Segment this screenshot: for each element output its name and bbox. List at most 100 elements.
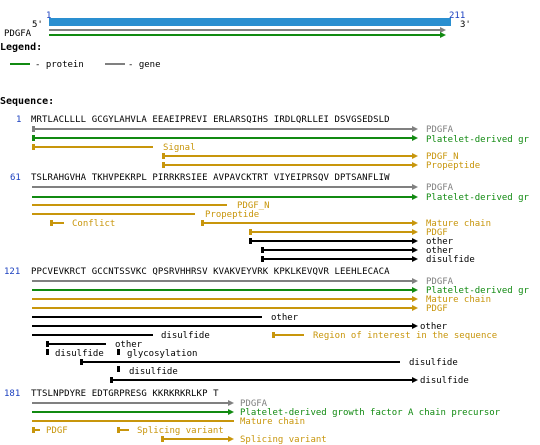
feature-label[interactable]: PDGF_N: [237, 201, 270, 211]
feature-label[interactable]: disulfide: [426, 255, 475, 265]
start-marker: [32, 144, 35, 150]
feature-track[interactable]: [201, 220, 418, 226]
feature-track[interactable]: [117, 366, 120, 372]
feature-track[interactable]: [162, 153, 418, 159]
feature-label[interactable]: Mature chain: [426, 295, 492, 305]
feature-track[interactable]: [50, 220, 64, 226]
feature-track[interactable]: [32, 126, 418, 132]
arrow-right-icon: [412, 377, 418, 383]
start-marker: [272, 332, 275, 338]
arrow-right-icon: [440, 27, 446, 33]
arrow-right-icon: [412, 220, 418, 226]
feature-track[interactable]: [272, 332, 304, 338]
feature-label[interactable]: Region of interest in the sequence: [313, 331, 498, 341]
start-marker: [161, 436, 164, 442]
feature-label[interactable]: PDGF: [426, 304, 448, 314]
block-start-number: 1: [16, 115, 22, 125]
feature-label[interactable]: disulfide: [129, 367, 178, 377]
legend-title: Legend:: [0, 42, 43, 53]
feature-track[interactable]: [161, 436, 234, 442]
feature-track[interactable]: [32, 305, 418, 311]
arrow-right-icon: [412, 194, 418, 200]
feature-track[interactable]: [117, 349, 120, 355]
feature-label[interactable]: PDGF_N: [426, 152, 459, 162]
feature-track[interactable]: [162, 162, 418, 168]
feature-label[interactable]: PDGF: [46, 426, 68, 436]
feature-label[interactable]: Platelet-derived gr: [426, 135, 529, 145]
feature-track[interactable]: [32, 409, 234, 415]
feature-track[interactable]: [32, 400, 234, 406]
feature-track[interactable]: [249, 229, 418, 235]
feature-track[interactable]: [32, 135, 418, 141]
arrow-right-icon: [440, 32, 446, 38]
overview-sequence-bar[interactable]: [49, 18, 451, 26]
feature-track[interactable]: [249, 238, 418, 244]
feature-label[interactable]: other: [420, 322, 448, 332]
start-marker: [117, 427, 120, 433]
start-marker: [117, 349, 120, 355]
feature-label[interactable]: Mature chain: [426, 219, 492, 229]
feature-track[interactable]: [261, 256, 418, 262]
feature-label[interactable]: glycosylation: [127, 349, 198, 359]
feature-label[interactable]: Platelet-derived gr: [426, 193, 529, 203]
feature-label[interactable]: Signal: [163, 143, 196, 153]
feature-label[interactable]: disulfide: [161, 331, 210, 341]
start-marker: [261, 256, 264, 262]
legend-gene-swatch: [105, 63, 125, 65]
feature-label[interactable]: disulfide: [420, 376, 469, 386]
sequence-line: TTSLNPDYRE EDTGRPRESG KKRKRKRLKP T: [31, 389, 219, 399]
feature-track[interactable]: [32, 144, 153, 150]
feature-track[interactable]: [80, 359, 400, 365]
feature-label[interactable]: other: [426, 246, 454, 256]
feature-label[interactable]: other: [271, 313, 299, 323]
start-marker: [32, 427, 35, 433]
feature-track[interactable]: [46, 341, 106, 347]
feature-label[interactable]: Splicing variant: [240, 435, 327, 445]
feature-track[interactable]: [117, 427, 129, 433]
feature-label[interactable]: PDGFA: [426, 277, 454, 287]
feature-label[interactable]: Platelet-derived growth factor A chain p…: [240, 408, 501, 418]
arrow-right-icon: [412, 278, 418, 284]
feature-label[interactable]: disulfide: [409, 358, 458, 368]
feature-track[interactable]: [32, 287, 418, 293]
feature-track[interactable]: [261, 247, 418, 253]
arrow-right-icon: [412, 135, 418, 141]
feature-label[interactable]: PDGFA: [240, 399, 268, 409]
feature-track[interactable]: [32, 323, 418, 329]
feature-track[interactable]: [46, 349, 49, 355]
feature-label[interactable]: other: [426, 237, 454, 247]
feature-label[interactable]: Splicing variant: [137, 426, 224, 436]
start-marker: [46, 349, 49, 355]
feature-label[interactable]: Mature chain: [240, 417, 306, 427]
feature-label[interactable]: Propeptide: [205, 210, 260, 220]
start-marker: [32, 135, 35, 141]
feature-label[interactable]: Platelet-derived gr: [426, 286, 529, 296]
feature-label[interactable]: other: [115, 340, 143, 350]
start-marker: [201, 220, 204, 226]
feature-track[interactable]: [32, 427, 40, 433]
feature-track[interactable]: [32, 296, 418, 302]
start-marker: [249, 238, 252, 244]
feature-label[interactable]: Conflict: [72, 219, 116, 229]
block-start-number: 121: [4, 267, 21, 277]
sequence-line: PPCVEVKRCT GCCNTSSVKC QPSRVHHRSV KVAKVEY…: [31, 267, 390, 277]
overview-end: 211: [449, 11, 466, 21]
feature-label[interactable]: Propeptide: [426, 161, 481, 171]
feature-track[interactable]: [32, 194, 418, 200]
feature-label[interactable]: PDGFA: [426, 183, 454, 193]
arrow-right-icon: [412, 305, 418, 311]
overview-start: 1: [46, 11, 52, 21]
feature-track[interactable]: [110, 377, 418, 383]
arrow-right-icon: [412, 126, 418, 132]
arrow-right-icon: [412, 296, 418, 302]
start-marker: [162, 153, 165, 159]
feature-label[interactable]: PDGFA: [426, 125, 454, 135]
feature-track[interactable]: [32, 184, 418, 190]
arrow-right-icon: [412, 247, 418, 253]
arrow-right-icon: [412, 238, 418, 244]
feature-label[interactable]: disulfide: [55, 349, 104, 359]
feature-track[interactable]: [32, 278, 418, 284]
arrow-right-icon: [412, 256, 418, 262]
feature-label[interactable]: PDGF: [426, 228, 448, 238]
three-prime-label: 3': [460, 20, 471, 30]
